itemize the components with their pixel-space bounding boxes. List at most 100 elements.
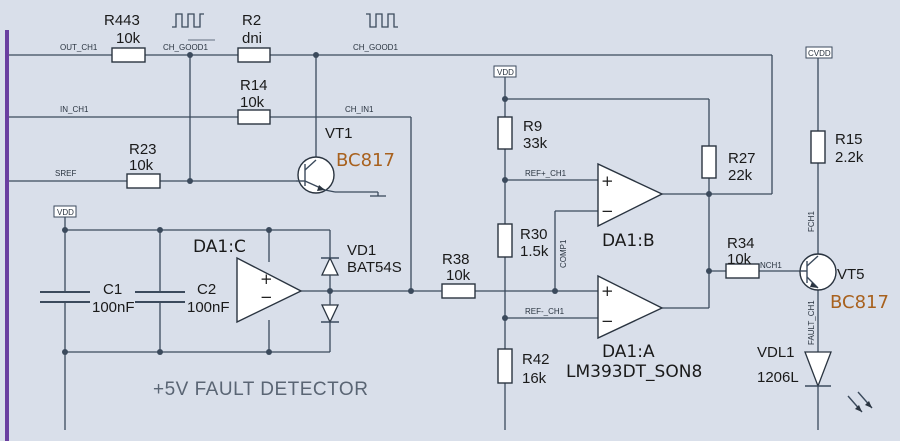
junction — [408, 288, 414, 294]
svg-text:10k: 10k — [240, 94, 265, 111]
net-label-ch-good1: CH_GOOD1 — [353, 43, 398, 52]
wires-comparators — [475, 83, 800, 430]
junction — [502, 315, 508, 321]
junction — [313, 52, 319, 58]
svg-text:+: + — [601, 172, 614, 190]
svg-text:2.2k: 2.2k — [835, 149, 864, 166]
resistor-r15[interactable]: R15 2.2k — [810, 130, 864, 166]
svg-text:16k: 16k — [522, 370, 547, 387]
comparator-da1c[interactable]: + − DA1:C — [193, 237, 303, 324]
transistor-vt1[interactable]: VT1 BC817 — [296, 125, 395, 194]
junction — [62, 227, 68, 233]
junction — [552, 288, 558, 294]
junction — [157, 349, 163, 355]
junction — [62, 349, 68, 355]
junction — [187, 52, 193, 58]
comparator-da1a[interactable]: + − DA1:A LM393DT_SON8 — [566, 274, 702, 382]
net-label-ch-in1: CH_IN1 — [345, 105, 374, 114]
power-port-vdd-left: VDD — [53, 205, 77, 220]
resistor-r34[interactable]: R34 10k — [725, 235, 760, 279]
junction — [706, 191, 712, 197]
net-label-nch1: NCH1 — [760, 261, 782, 270]
svg-text:BC817: BC817 — [830, 292, 889, 313]
svg-text:10k: 10k — [727, 251, 752, 268]
svg-text:BAT54S: BAT54S — [347, 259, 402, 276]
net-label-ch-good1-inverted: CH_GOOD1 — [163, 39, 215, 52]
svg-text:VDL1: VDL1 — [757, 344, 795, 361]
net-label-ref-minus: REF-_CH1 — [525, 307, 565, 316]
net-label-comp1: COMP1 — [559, 239, 568, 268]
svg-text:VD1: VD1 — [347, 242, 376, 259]
svg-text:1206L: 1206L — [757, 369, 799, 386]
diode-vd1[interactable]: VD1 BAT54S — [320, 242, 402, 324]
schematic-title: +5V FAULT DETECTOR — [153, 379, 368, 400]
svg-text:−: − — [601, 202, 614, 220]
svg-text:VT1: VT1 — [325, 125, 353, 142]
capacitor-c2[interactable]: C2 100nF — [135, 281, 230, 316]
svg-text:10k: 10k — [129, 157, 154, 174]
resistor-r443[interactable]: R443 10k — [104, 12, 146, 63]
power-port-vdd-mid: VDD — [493, 65, 517, 83]
svg-text:VDD: VDD — [497, 68, 514, 77]
junction — [502, 96, 508, 102]
svg-text:+: + — [260, 270, 273, 288]
svg-text:R30: R30 — [520, 226, 548, 243]
svg-text:10k: 10k — [116, 30, 141, 47]
svg-text:CVDD: CVDD — [808, 49, 831, 58]
svg-text:VT5: VT5 — [837, 266, 865, 283]
svg-text:+: + — [601, 282, 614, 300]
svg-text:DA1:B: DA1:B — [602, 231, 655, 251]
resistor-r38[interactable]: R38 10k — [441, 251, 476, 299]
junction — [502, 177, 508, 183]
svg-text:1.5k: 1.5k — [520, 243, 549, 260]
svg-text:VDD: VDD — [57, 208, 74, 217]
resistor-r42[interactable]: R42 16k — [497, 348, 550, 387]
svg-text:LM393DT_SON8: LM393DT_SON8 — [566, 362, 702, 382]
svg-text:22k: 22k — [728, 167, 753, 184]
svg-text:R15: R15 — [835, 131, 863, 148]
wires-top — [9, 54, 773, 291]
led-vdl1[interactable]: VDL1 1206L — [757, 344, 873, 413]
net-label-ref-plus: REF+_CH1 — [525, 169, 567, 178]
svg-text:R42: R42 — [522, 351, 550, 368]
net-label-sref: SREF — [55, 169, 76, 178]
junction — [266, 227, 272, 233]
junction — [266, 349, 272, 355]
capacitor-c1[interactable]: C1 100nF — [40, 281, 135, 316]
pulse-waveform-icon — [172, 13, 204, 28]
svg-text:−: − — [601, 312, 614, 330]
junction — [706, 268, 712, 274]
resistor-r9[interactable]: R9 33k — [497, 116, 548, 152]
resistor-r30[interactable]: R30 1.5k — [497, 223, 549, 260]
svg-text:10k: 10k — [446, 267, 471, 284]
svg-text:DA1:C: DA1:C — [193, 237, 246, 257]
svg-text:R34: R34 — [727, 235, 755, 252]
comparator-da1b[interactable]: + − DA1:B — [597, 162, 664, 251]
net-label-fault-ch1: FAULT_CH1 — [807, 300, 816, 345]
power-port-cvdd: CVDD — [805, 46, 833, 68]
svg-text:dni: dni — [242, 30, 262, 47]
transistor-vt5[interactable]: VT5 BC817 — [799, 253, 889, 313]
svg-text:R27: R27 — [728, 150, 756, 167]
resistor-r14[interactable]: R14 10k — [237, 77, 271, 125]
svg-text:CH_GOOD1: CH_GOOD1 — [163, 43, 208, 52]
svg-text:C2: C2 — [197, 281, 216, 298]
svg-text:33k: 33k — [523, 135, 548, 152]
resistor-r27[interactable]: R27 22k — [701, 145, 756, 184]
svg-text:R2: R2 — [242, 12, 261, 29]
resistor-r23[interactable]: R23 10k — [126, 141, 161, 189]
net-label-fch1: FCH1 — [807, 211, 816, 232]
pulse-waveform-icon — [366, 13, 398, 28]
svg-text:100nF: 100nF — [92, 299, 135, 316]
svg-text:−: − — [260, 288, 273, 306]
light-emission-arrows-icon — [847, 391, 873, 413]
svg-text:R443: R443 — [104, 12, 140, 29]
junction — [157, 227, 163, 233]
resistor-r2[interactable]: R2 dni — [237, 12, 271, 63]
net-label-out-ch1: OUT_CH1 — [60, 43, 98, 52]
svg-text:BC817: BC817 — [336, 150, 395, 171]
svg-text:100nF: 100nF — [187, 299, 230, 316]
svg-text:R38: R38 — [442, 251, 470, 268]
svg-text:DA1:A: DA1:A — [602, 342, 655, 362]
